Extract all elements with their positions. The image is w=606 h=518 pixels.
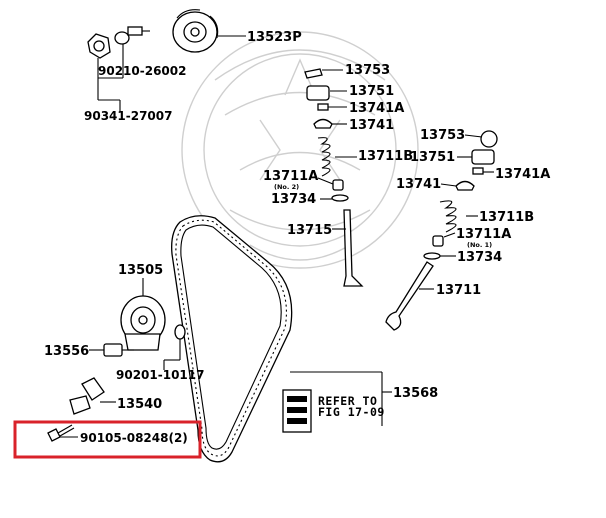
label-13711: 13711	[436, 283, 481, 298]
label-13711a-b-note: (No. 1)	[467, 241, 492, 249]
label-13556: 13556	[44, 344, 89, 359]
label-13711a-a: 13711A	[263, 169, 318, 184]
timing-belt-13568	[171, 215, 392, 463]
label-13741a-b: 13741A	[495, 167, 550, 182]
label-13505: 13505	[118, 263, 163, 278]
label-13753-b: 13753	[420, 128, 465, 143]
label-90341-27007: 90341-27007	[84, 109, 172, 123]
valve-train-a	[304, 68, 364, 287]
label-13741-b: 13741	[396, 177, 441, 192]
label-13711a-b: 13711A	[456, 227, 511, 242]
reference-line-1: REFER TO	[318, 394, 377, 408]
reference-icon	[282, 389, 312, 433]
idler-pulley-13523p	[172, 9, 246, 53]
label-90201-10117: 90201-10117	[116, 368, 204, 382]
reference-line-2: FIG 17-09	[318, 405, 385, 419]
bolt-90105	[47, 424, 78, 442]
label-13751-a: 13751	[349, 84, 394, 99]
tensioner-13505	[120, 278, 166, 351]
label-90210-26002: 90210-26002	[98, 64, 186, 78]
label-13711b-a: 13711B	[358, 149, 413, 164]
tensioner-spring-13540	[69, 377, 116, 415]
label-13568: 13568	[393, 386, 438, 401]
tensioner-bolt-13556	[89, 343, 134, 357]
label-90105-08248: 90105-08248(2)	[80, 431, 188, 445]
highlight-box	[13, 420, 202, 459]
label-13715: 13715	[287, 223, 332, 238]
label-13540: 13540	[117, 397, 162, 412]
label-13741a-a: 13741A	[349, 101, 404, 116]
label-13711a-a-note: (No. 2)	[274, 183, 299, 191]
label-13734-a: 13734	[271, 192, 316, 207]
watermark-emblem	[181, 31, 419, 269]
pulley-bolt-group	[87, 26, 150, 112]
label-13734-b: 13734	[457, 250, 502, 265]
label-13523p: 13523P	[247, 30, 302, 45]
label-13751-b: 13751	[410, 150, 455, 165]
washer-90201	[163, 324, 186, 370]
label-13711b-b: 13711B	[479, 210, 534, 225]
label-13741-a: 13741	[349, 118, 394, 133]
label-13753-a: 13753	[345, 63, 390, 78]
valve-train-b	[385, 130, 498, 331]
